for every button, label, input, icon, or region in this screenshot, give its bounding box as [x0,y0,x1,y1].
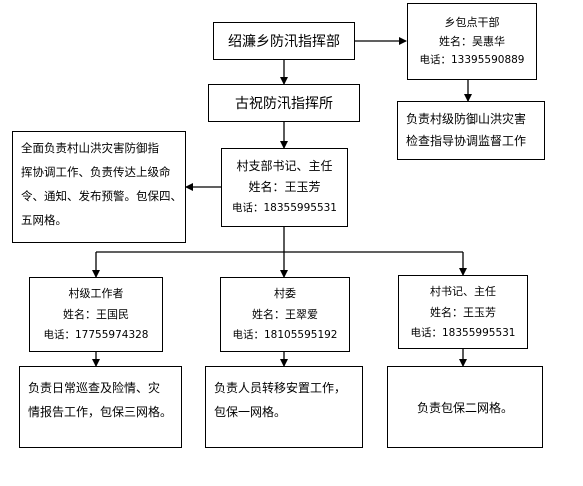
secretary2-duty-line-1: 负责包保二网格。 [416,400,513,415]
command-post-box: 古祝防汛指挥所 [208,84,360,122]
committee-duty-line-1: 负责人员转移安置工作， [214,381,347,395]
worker-name: 姓名：王国民 [63,308,129,321]
village-secretary-box: 村支部书记、主任 姓名：王玉芳 电话：18355995531 [221,148,348,227]
township-cadre-box: 乡包点干部 姓名：吴惠华 电话：13395590889 [407,3,537,80]
worker-duty-box: 负责日常巡查及险情、灾 情报告工作，包保三网格。 [19,366,182,448]
left-duty-line-4: 五网格。 [21,213,67,227]
township-hq-title: 绍濂乡防汛指挥部 [228,34,340,50]
worker-duty-line-1: 负责日常巡查及险情、灾 [28,381,161,395]
village-secretary-title: 村支部书记、主任 [236,159,333,173]
left-duty-line-1: 全面负责村山洪灾害防御指 [21,141,159,155]
left-duty-line-2: 挥协调工作、负责传达上级命 [21,165,171,179]
committee-title: 村委 [274,287,296,300]
township-hq-box: 绍濂乡防汛指挥部 [213,22,355,60]
secretary2-duty-box: 负责包保二网格。 [387,366,543,448]
secretary2-name: 姓名：王玉芳 [430,305,496,319]
committee-phone: 电话：18105595192 [232,329,338,341]
village-secretary-name: 姓名：王玉芳 [248,180,321,194]
cadre-title: 乡包点干部 [444,16,500,29]
cadre-duty-box: 负责村级防御山洪灾害 检查指导协调监督工作 [397,101,545,160]
cadre-duty-line-1: 负责村级防御山洪灾害 [406,112,527,126]
left-duty-line-3: 令、通知、发布预警。包保四、 [21,189,182,203]
cadre-name: 姓名：吴惠华 [439,35,505,48]
worker-duty-line-2: 情报告工作，包保三网格。 [28,405,173,419]
command-post-title: 古祝防汛指挥所 [235,96,333,112]
cadre-duty-line-2: 检查指导协调监督工作 [406,134,527,148]
worker-phone: 电话：17755974328 [43,329,149,341]
secretary2-box: 村书记、主任 姓名：王玉芳 电话：18355995531 [398,275,528,349]
secretary2-phone: 电话：18355995531 [410,326,516,339]
committee-name: 姓名：王翠爱 [252,308,318,321]
worker-title: 村级工作者 [68,287,124,300]
committee-duty-box: 负责人员转移安置工作， 包保一网格。 [205,366,363,448]
left-duty-box: 全面负责村山洪灾害防御指 挥协调工作、负责传达上级命 令、通知、发布预警。包保四… [12,131,186,243]
secretary2-title: 村书记、主任 [430,284,496,298]
worker-box: 村级工作者 姓名：王国民 电话：17755974328 [29,277,163,352]
committee-box: 村委 姓名：王翠爱 电话：18105595192 [220,277,350,352]
cadre-phone: 电话：13395590889 [419,54,525,66]
committee-duty-line-2: 包保一网格。 [214,405,287,419]
village-secretary-phone: 电话：18355995531 [232,202,337,214]
